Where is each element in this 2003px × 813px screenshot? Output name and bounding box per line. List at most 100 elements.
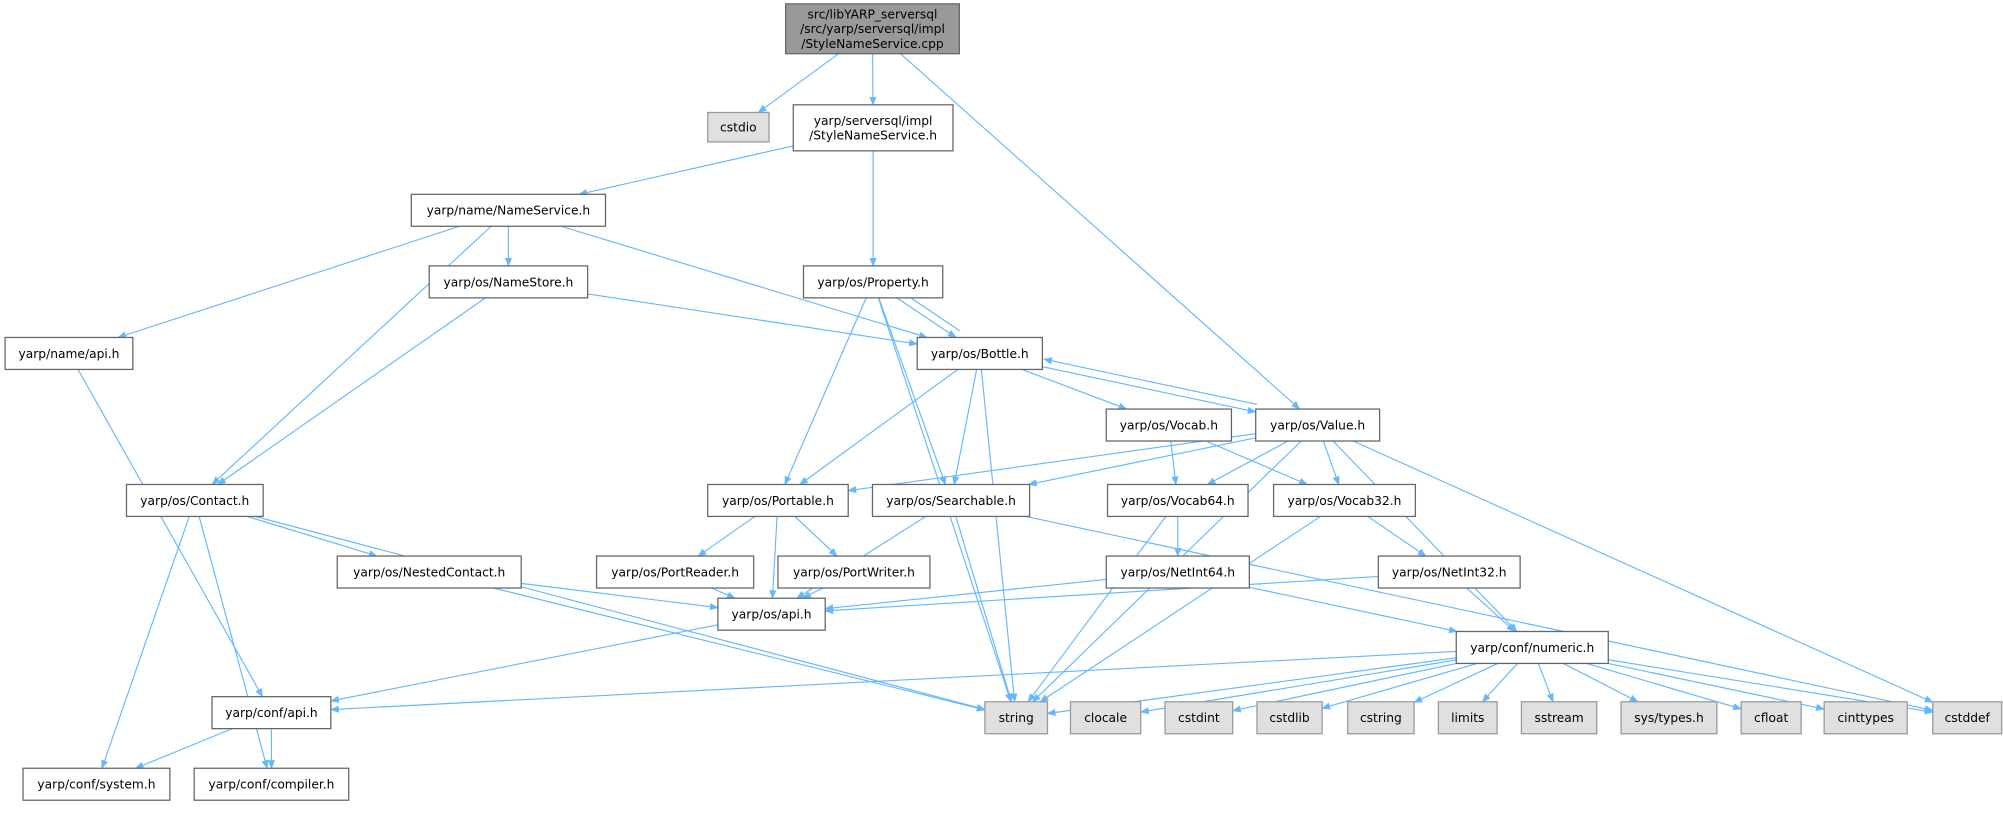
edge-value-to-vocab64 — [1206, 440, 1289, 485]
edge-bottle-to-searchable — [952, 369, 978, 486]
node-box — [1105, 408, 1233, 442]
node-label: /StyleNameService.cpp — [801, 37, 944, 51]
node-box — [1620, 701, 1718, 735]
node-portwriter[interactable]: yarp/os/PortWriter.h — [777, 555, 931, 589]
node-label: cstdint — [1178, 711, 1220, 725]
node-conf_api[interactable]: yarp/conf/api.h — [211, 696, 332, 730]
node-box — [1455, 630, 1609, 665]
edge-bottle-to-vocab — [1021, 368, 1128, 410]
node-label: yarp/conf/numeric.h — [1470, 641, 1594, 655]
node-box — [707, 483, 849, 518]
edge-conf_api-to-system — [134, 728, 233, 769]
edge-nestedcontact-to-os_api — [521, 582, 719, 611]
node-box — [1105, 555, 1250, 589]
edge-bottle-to-string — [980, 369, 1018, 703]
node-systypes[interactable]: sys/types.h — [1620, 701, 1718, 735]
node-os_api[interactable]: yarp/os/api.h — [717, 597, 826, 631]
node-searchable[interactable]: yarp/os/Searchable.h — [871, 483, 1031, 518]
node-label: yarp/os/PortWriter.h — [793, 566, 915, 580]
edge-numeric-to-conf_api — [329, 650, 1457, 713]
node-box — [916, 336, 1044, 371]
edge-root-to-value — [900, 53, 1301, 410]
node-sstream[interactable]: sstream — [1520, 701, 1598, 735]
node-sns_h[interactable]: yarp/serversql/impl/StyleNameService.h — [792, 104, 954, 152]
node-label: yarp/os/Vocab.h — [1120, 419, 1218, 433]
node-label: yarp/os/NestedContact.h — [353, 566, 505, 580]
edge-nameservice-to-contact — [211, 225, 492, 486]
edge-bottle-to-portable — [799, 368, 959, 486]
node-label: yarp/os/Bottle.h — [931, 347, 1029, 361]
node-vocab32[interactable]: yarp/os/Vocab32.h — [1272, 483, 1417, 518]
node-cstdio[interactable]: cstdio — [707, 111, 770, 143]
node-box — [336, 555, 522, 589]
edge-vocab-to-vocab64 — [1170, 440, 1179, 486]
node-cinttypes[interactable]: cinttypes — [1823, 701, 1908, 735]
node-label: clocale — [1084, 711, 1127, 725]
node-label: cinttypes — [1837, 711, 1893, 725]
node-cstring[interactable]: cstring — [1347, 701, 1415, 735]
node-cfloat[interactable]: cfloat — [1740, 701, 1802, 735]
node-box — [1437, 701, 1498, 735]
edge-numeric-to-sstream — [1537, 663, 1554, 703]
node-label: string — [999, 711, 1034, 725]
node-label: yarp/name/api.h — [19, 347, 120, 361]
node-box — [410, 193, 607, 227]
node-nestedcontact[interactable]: yarp/os/NestedContact.h — [336, 555, 522, 589]
edge-vocab64-to-string — [1027, 516, 1167, 703]
edge-property-to-bottle — [896, 297, 957, 338]
node-system[interactable]: yarp/conf/system.h — [22, 767, 171, 801]
node-portable[interactable]: yarp/os/Portable.h — [707, 483, 849, 518]
node-label: cstring — [1360, 711, 1402, 725]
node-label: cfloat — [1754, 711, 1788, 725]
node-numeric[interactable]: yarp/conf/numeric.h — [1455, 630, 1609, 665]
node-label: yarp/os/api.h — [732, 608, 812, 622]
node-portreader[interactable]: yarp/os/PortReader.h — [595, 555, 755, 589]
node-bottle[interactable]: yarp/os/Bottle.h — [916, 336, 1044, 371]
node-box — [595, 555, 755, 589]
node-compiler[interactable]: yarp/conf/compiler.h — [193, 767, 350, 801]
edge-portwriter-to-os_api — [801, 587, 824, 599]
node-box — [1272, 483, 1417, 518]
node-vocab64[interactable]: yarp/os/Vocab64.h — [1106, 483, 1249, 518]
node-netint64[interactable]: yarp/os/NetInt64.h — [1105, 555, 1250, 589]
node-label: yarp/os/Value.h — [1270, 419, 1365, 433]
edge-vocab32-to-string — [1039, 515, 1321, 703]
node-name_api[interactable]: yarp/name/api.h — [4, 336, 134, 371]
edge-numeric-to-cstring — [1413, 662, 1499, 703]
edge-nameservice-to-name_api — [117, 225, 460, 339]
node-namestore[interactable]: yarp/os/NameStore.h — [428, 265, 589, 299]
node-label: cstdio — [720, 121, 757, 135]
node-clocale[interactable]: clocale — [1069, 701, 1142, 735]
edge-portable-to-portreader — [697, 515, 756, 557]
node-label: cstddef — [1945, 711, 1991, 725]
node-string[interactable]: string — [984, 701, 1049, 735]
node-cstdint[interactable]: cstdint — [1164, 701, 1234, 735]
edge-namestore-to-contact — [216, 297, 486, 485]
edge-os_api-to-conf_api — [329, 624, 719, 703]
node-vocab[interactable]: yarp/os/Vocab.h — [1105, 408, 1233, 442]
node-cstddef[interactable]: cstddef — [1932, 701, 2003, 735]
edge-vocab-to-vocab32 — [1205, 440, 1309, 486]
node-label: yarp/os/Property.h — [817, 275, 928, 289]
edge-property-to-searchable — [878, 297, 947, 486]
node-nameservice[interactable]: yarp/name/NameService.h — [410, 193, 607, 227]
edge-netint64-to-os_api — [824, 578, 1107, 612]
node-box — [1823, 701, 1908, 735]
node-label: yarp/os/NetInt32.h — [1392, 566, 1507, 580]
node-box — [1932, 701, 2003, 735]
node-root[interactable]: src/libYARP_serversql/src/yarp/serversql… — [784, 3, 960, 55]
node-label: yarp/conf/api.h — [225, 706, 317, 720]
edge-portable-to-os_api — [769, 516, 778, 600]
node-netint32[interactable]: yarp/os/NetInt32.h — [1377, 555, 1521, 589]
node-box — [1255, 408, 1381, 442]
node-value[interactable]: yarp/os/Value.h — [1255, 408, 1381, 442]
node-label: /StyleNameService.h — [809, 129, 937, 143]
node-property[interactable]: yarp/os/Property.h — [802, 265, 944, 299]
node-label: yarp/serversql/impl — [814, 114, 933, 128]
node-limits[interactable]: limits — [1437, 701, 1498, 735]
node-contact[interactable]: yarp/os/Contact.h — [125, 483, 264, 518]
node-box — [1256, 701, 1323, 735]
edge-netint32-to-numeric — [1466, 587, 1516, 633]
node-cstdlib[interactable]: cstdlib — [1256, 701, 1323, 735]
node-box — [717, 597, 826, 631]
